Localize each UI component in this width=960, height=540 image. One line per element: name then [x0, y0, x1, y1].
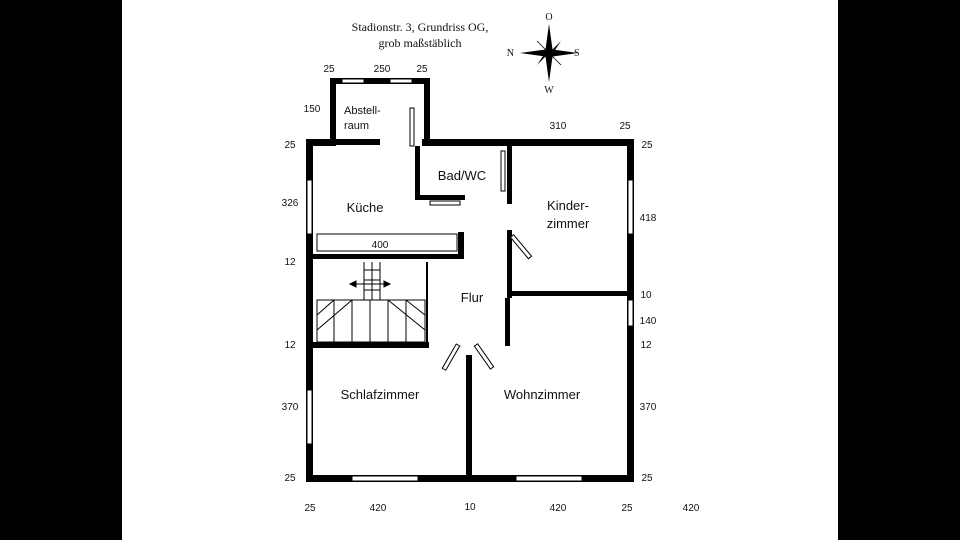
wall-stairs-bottom [313, 342, 429, 348]
wall-schlaf-wohn [466, 355, 472, 479]
compass-icon: O S W N [507, 12, 580, 96]
window-wohn-bottom [515, 475, 583, 482]
wall-kueche-bottom [313, 254, 464, 259]
floorplan-drawing: Stadionstr. 3, Grundriss OG, grob maßstä… [282, 12, 700, 514]
room-labels: Abstell- raum Bad/WC Küche Kinder- zimme… [341, 105, 590, 402]
wall-stairs-right [426, 262, 428, 342]
compass-north-point [545, 24, 553, 53]
dim-right-1: 25 [641, 140, 653, 151]
dim-bottom-3: 10 [464, 502, 476, 513]
wall-abstell-bottom [330, 139, 380, 145]
dim-left-6: 25 [284, 473, 296, 484]
door-bad [429, 200, 461, 206]
room-schlaf: Schlafzimmer [341, 387, 420, 402]
dim-right-7: 25 [641, 473, 653, 484]
compass-label-left: N [507, 48, 514, 59]
wall-bad-bottom [415, 195, 465, 200]
dim-right-6: 370 [640, 402, 657, 413]
dim-top-left: 25 [323, 64, 335, 75]
dim-left-3: 12 [284, 257, 296, 268]
doors [409, 107, 533, 371]
dim-bottom-6: 420 [683, 503, 700, 514]
window-kinder [627, 179, 634, 235]
dim-right-3: 10 [640, 290, 652, 301]
compass-south-point [545, 53, 553, 82]
room-abstell-line1: Abstell- [344, 105, 381, 117]
room-flur: Flur [461, 290, 484, 305]
staircase [316, 262, 426, 343]
windows [306, 78, 634, 482]
window-abstell-2 [389, 78, 413, 84]
compass-label-bottom: W [544, 85, 554, 96]
dimensions: 25 250 25 150 310 25 25 326 12 12 370 25… [282, 64, 700, 514]
compass-west-point [520, 49, 549, 57]
floorplan-sheet: Stadionstr. 3, Grundriss OG, grob maßstä… [122, 0, 838, 540]
dim-right-2: 418 [640, 213, 657, 224]
window-kueche [306, 179, 313, 235]
room-kinder-line2: zimmer [547, 216, 590, 231]
dim-right-5: 12 [640, 340, 652, 351]
walls [306, 78, 634, 482]
room-wohn: Wohnzimmer [504, 387, 581, 402]
wall-abstell-right [424, 78, 430, 146]
wall-abstell-left [330, 78, 336, 146]
wall-kinder-left [507, 230, 512, 298]
wall-bad-left [415, 146, 420, 200]
compass-label-right: S [574, 48, 580, 59]
door-kinder [509, 234, 533, 260]
dim-top-25: 25 [619, 121, 631, 132]
dim-left-5: 370 [282, 402, 299, 413]
room-abstell-line2: raum [344, 120, 369, 132]
kitchen-counter [316, 233, 458, 252]
dim-left-1: 25 [284, 140, 296, 151]
dim-top-right: 25 [416, 64, 428, 75]
wall-outer-left [306, 139, 313, 482]
dim-bottom-5: 25 [621, 503, 633, 514]
dim-bottom-1: 25 [304, 503, 316, 514]
wall-abstell-top [330, 78, 430, 84]
dim-bottom-2: 420 [370, 503, 387, 514]
wall-flur-right [505, 298, 510, 346]
dim-bottom-4: 420 [550, 503, 567, 514]
room-kueche: Küche [347, 200, 384, 215]
door-schlaf [441, 343, 461, 371]
dim-abstell-height: 150 [304, 104, 321, 115]
dim-right-4: 140 [640, 316, 657, 327]
compass-east-point [549, 49, 578, 57]
compass-label-top: O [545, 12, 552, 23]
wall-kinder-bottom [507, 291, 627, 296]
dim-top-310: 310 [550, 121, 567, 132]
dim-top-mid: 250 [374, 64, 391, 75]
wall-outer-top-right [422, 139, 634, 146]
room-bad: Bad/WC [438, 168, 486, 183]
window-schlaf [306, 389, 313, 445]
room-kinder-line1: Kinder- [547, 198, 589, 213]
wall-bad-right [507, 146, 512, 204]
door-abstell [409, 107, 415, 147]
window-flur [627, 299, 634, 327]
title-line1: Stadionstr. 3, Grundriss OG, [352, 20, 489, 34]
title-line2: grob maßstäblich [379, 36, 462, 50]
wall-outer-top-left [306, 139, 336, 146]
door-bad-inner [500, 150, 506, 192]
dim-left-4: 12 [284, 340, 296, 351]
dim-left-2: 326 [282, 198, 299, 209]
door-wohn [473, 343, 495, 370]
wall-kueche-right [458, 232, 464, 254]
dim-kitchen-counter: 400 [372, 240, 389, 251]
window-abstell-1 [341, 78, 365, 84]
window-schlaf-bottom [351, 475, 419, 482]
